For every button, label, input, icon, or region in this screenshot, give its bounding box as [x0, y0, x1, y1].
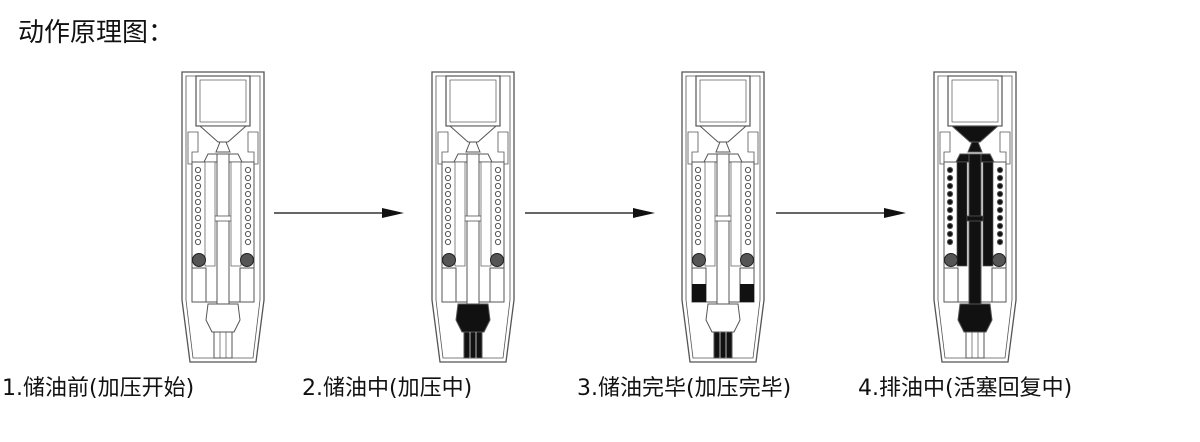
caption-stage-4: 4.排油中(活塞回复中) — [858, 376, 1073, 401]
diagram-title: 动作原理图： — [18, 18, 175, 48]
arrow-icon — [525, 208, 655, 218]
caption-stage-2: 2.储油中(加压中) — [302, 376, 473, 401]
pump-stage-2 — [431, 71, 515, 363]
arrow-icon — [776, 208, 906, 218]
pump-stage-4 — [933, 71, 1017, 363]
caption-stage-3: 3.储油完毕(加压完毕) — [577, 376, 792, 401]
caption-stage-1: 1.储油前(加压开始) — [2, 376, 195, 401]
pump-stage-3 — [681, 71, 765, 363]
arrow-icon — [274, 208, 404, 218]
pump-stage-1 — [181, 71, 265, 363]
